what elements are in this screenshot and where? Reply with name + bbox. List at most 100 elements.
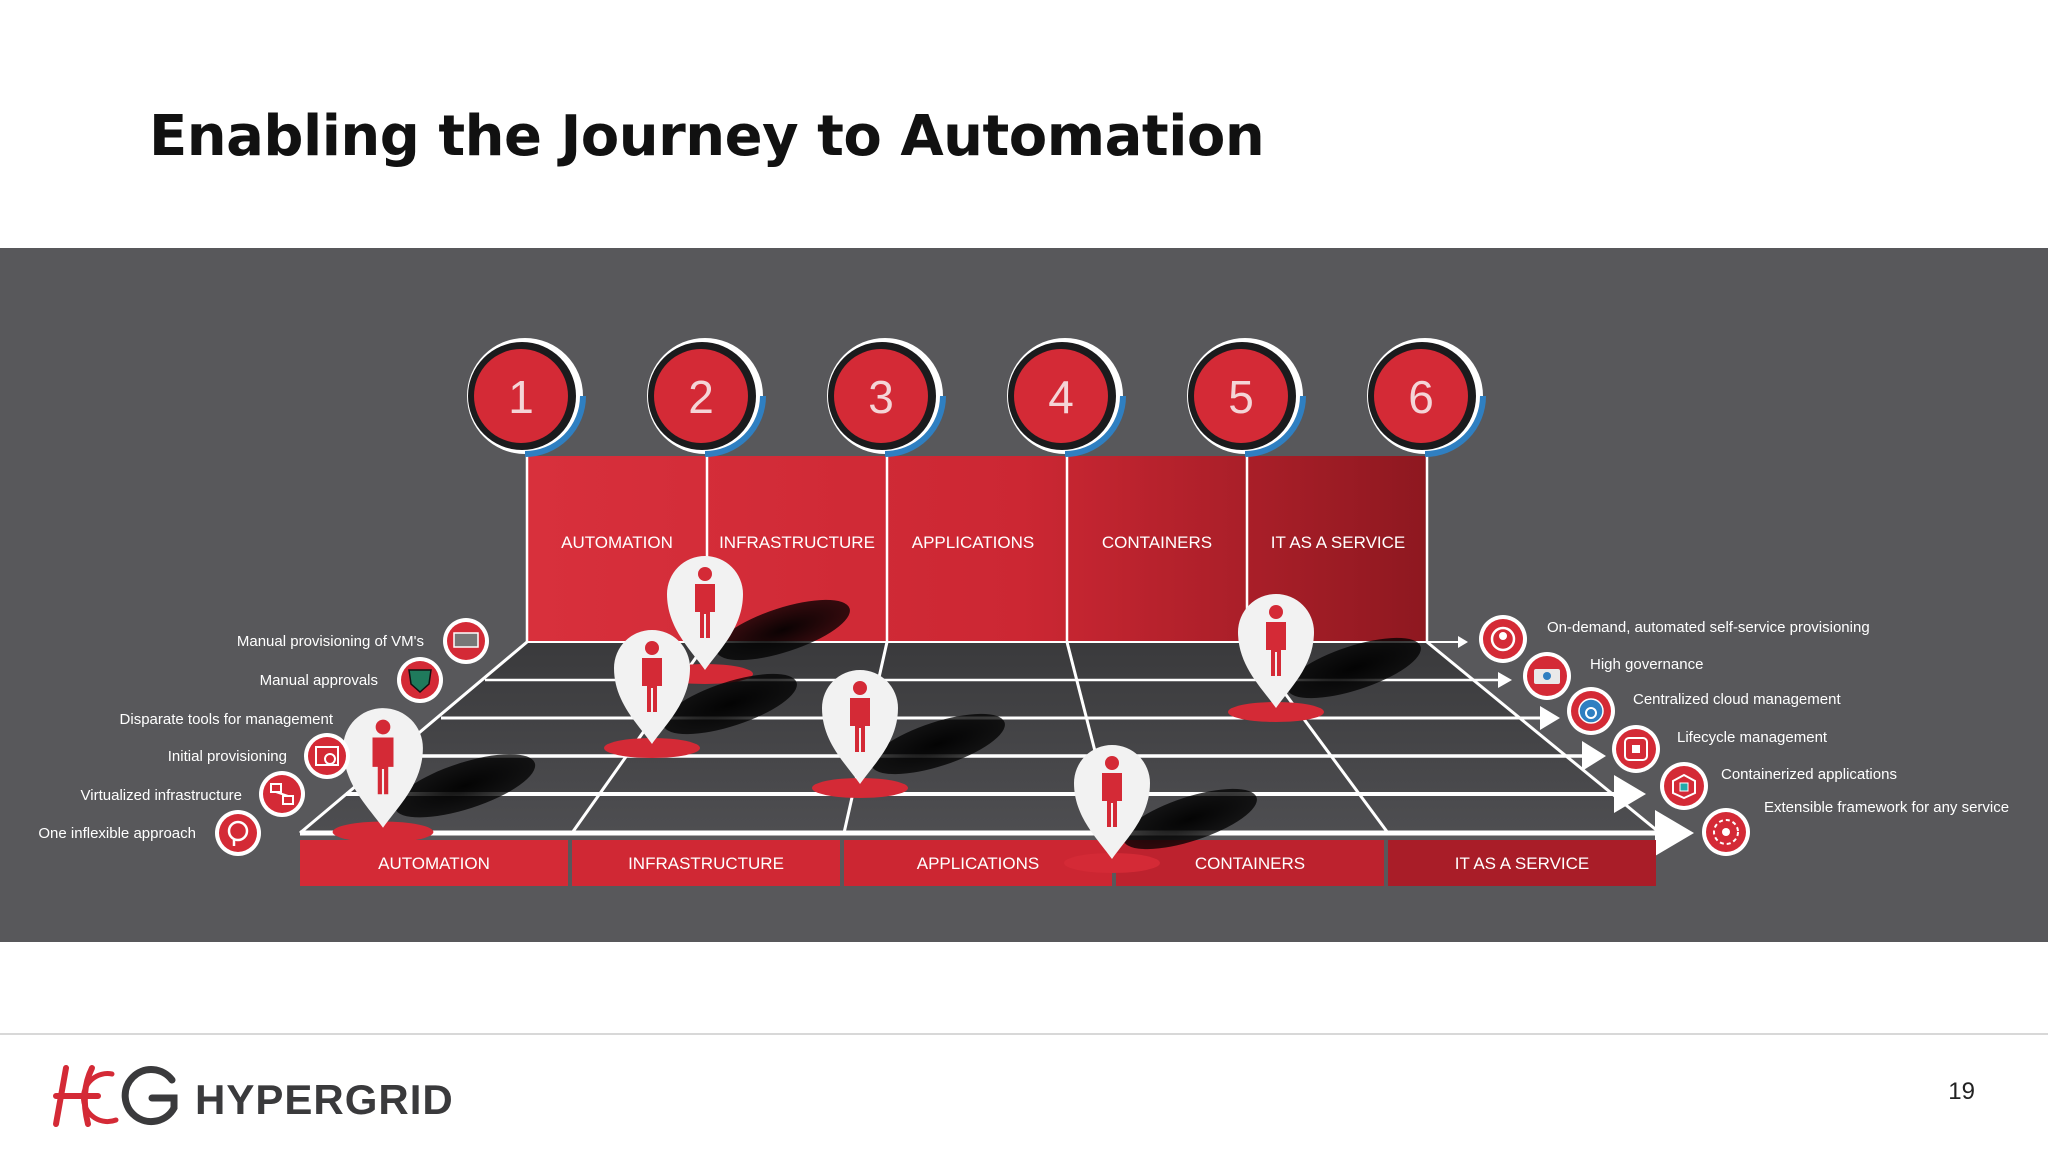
pin-base: [332, 821, 434, 843]
before-item-label: Manual approvals: [260, 672, 378, 689]
pin-shadow: [1123, 788, 1257, 850]
shield-icon: [397, 657, 443, 703]
server-icon: [443, 618, 489, 664]
step-number: 3: [868, 371, 894, 423]
before-item: Manual approvals: [260, 657, 443, 703]
stage-bar-label: CONTAINERS: [1195, 854, 1305, 873]
step-number: 4: [1048, 371, 1074, 423]
stage-bar-fill: [300, 840, 568, 886]
pin-shadow: [871, 713, 1005, 775]
step-number: 1: [508, 371, 534, 423]
person-body: [695, 584, 715, 638]
stage-bar-bottom: AUTOMATION: [300, 840, 568, 886]
lifecycle-icon: [1612, 725, 1660, 773]
person-head: [1269, 605, 1283, 619]
step-marker-3: 3: [827, 338, 946, 457]
stage-bar-bottom: APPLICATIONS: [844, 840, 1112, 886]
pin-base: [1228, 702, 1324, 722]
pin-base: [1064, 853, 1160, 873]
pin-shadow: [716, 599, 850, 661]
pin-base: [812, 778, 908, 798]
stage-bar-bottom: INFRASTRUCTURE: [572, 840, 840, 886]
box-icon: [1660, 762, 1708, 810]
step-disc: [834, 349, 928, 443]
stage-bar-label: APPLICATIONS: [917, 854, 1040, 873]
after-item-label: Centralized cloud management: [1633, 691, 1841, 708]
hg-monogram-icon: [53, 1065, 178, 1127]
before-item-label: Virtualized infrastructure: [81, 787, 242, 804]
user-gear-icon: [1479, 615, 1527, 663]
stage-bar-label: AUTOMATION: [378, 854, 490, 873]
step-marker-1: 1: [467, 338, 586, 457]
after-item: On-demand, automated self-service provis…: [1479, 615, 1870, 663]
logo-wordmark: HYPERGRID: [195, 1076, 454, 1123]
hex-framework-icon: [1702, 808, 1750, 856]
person-pin-icon: [332, 708, 536, 843]
after-item-label: On-demand, automated self-service provis…: [1547, 619, 1870, 636]
after-item-label: Containerized applications: [1721, 766, 1897, 783]
before-item: Virtualized infrastructure: [81, 771, 305, 817]
step-progress-arc: [1064, 395, 1126, 457]
network-icon: [259, 771, 305, 817]
after-item: Extensible framework for any service: [1702, 799, 2009, 856]
person-head: [698, 567, 712, 581]
page-number: 19: [1948, 1078, 1975, 1105]
hypergrid-logo: HYPERGRID: [53, 1065, 454, 1127]
before-item-label: Manual provisioning of VM's: [237, 633, 424, 650]
person-body: [642, 658, 662, 712]
head-icon: [215, 810, 261, 856]
stage-label-top: IT AS A SERVICE: [1271, 533, 1406, 552]
before-item: One inflexible approach: [38, 810, 261, 856]
step-progress-arc: [1424, 395, 1486, 457]
step-marker-6: 6: [1367, 338, 1486, 457]
stage-bar-bottom: IT AS A SERVICE: [1388, 840, 1656, 886]
step-number: 5: [1228, 371, 1254, 423]
pin-shadow: [1287, 637, 1421, 699]
person-pin-icon: [604, 630, 797, 758]
step-disc: [1014, 349, 1108, 443]
step-disc: [654, 349, 748, 443]
stage-label-top: AUTOMATION: [561, 533, 673, 552]
after-item: High governance: [1523, 652, 1703, 700]
before-item: Disparate tools for management: [120, 711, 334, 728]
step-progress-arc: [1244, 395, 1306, 457]
automation-journey-diagram: 1 2 3 4 5 6 AUTOMATION INFRASTRUCTURE APPLICATI…: [0, 248, 2048, 942]
step-number: 6: [1408, 371, 1434, 423]
person-head: [375, 719, 391, 735]
gear-window-icon: [304, 733, 350, 779]
step-marker-2: 2: [647, 338, 766, 457]
stage-bar-label: IT AS A SERVICE: [1455, 854, 1590, 873]
after-item-label: High governance: [1590, 656, 1703, 673]
after-item: Lifecycle management: [1612, 725, 1828, 773]
person-body: [850, 698, 870, 752]
person-pin-icon: [1064, 745, 1257, 873]
pin-base: [604, 738, 700, 758]
before-item-label: Disparate tools for management: [120, 711, 334, 728]
step-marker-5: 5: [1187, 338, 1306, 457]
person-body: [372, 737, 394, 795]
pin-shadow: [394, 754, 536, 818]
person-body: [1102, 773, 1122, 827]
stage-bar-fill: [572, 840, 840, 886]
person-head: [645, 641, 659, 655]
step-progress-arc: [884, 395, 946, 457]
step-disc: [474, 349, 568, 443]
after-item-label: Lifecycle management: [1677, 729, 1828, 746]
step-disc: [1374, 349, 1468, 443]
person-head: [1105, 756, 1119, 770]
stage-label-top: APPLICATIONS: [912, 533, 1035, 552]
before-item: Initial provisioning: [168, 733, 350, 779]
stage-label-top: CONTAINERS: [1102, 533, 1212, 552]
footer-divider: [0, 1033, 2048, 1035]
person-head: [853, 681, 867, 695]
before-item-label: One inflexible approach: [38, 825, 196, 842]
after-item: Containerized applications: [1660, 762, 1897, 810]
stage-label-top: INFRASTRUCTURE: [719, 533, 875, 552]
person-pin-icon: [812, 670, 1005, 798]
person-body: [1266, 622, 1286, 676]
before-item-label: Initial provisioning: [168, 748, 287, 765]
person-pin-icon: [1228, 594, 1421, 722]
after-item: Centralized cloud management: [1567, 687, 1841, 735]
before-item: Manual provisioning of VM's: [237, 618, 489, 664]
step-progress-arc: [524, 395, 586, 457]
